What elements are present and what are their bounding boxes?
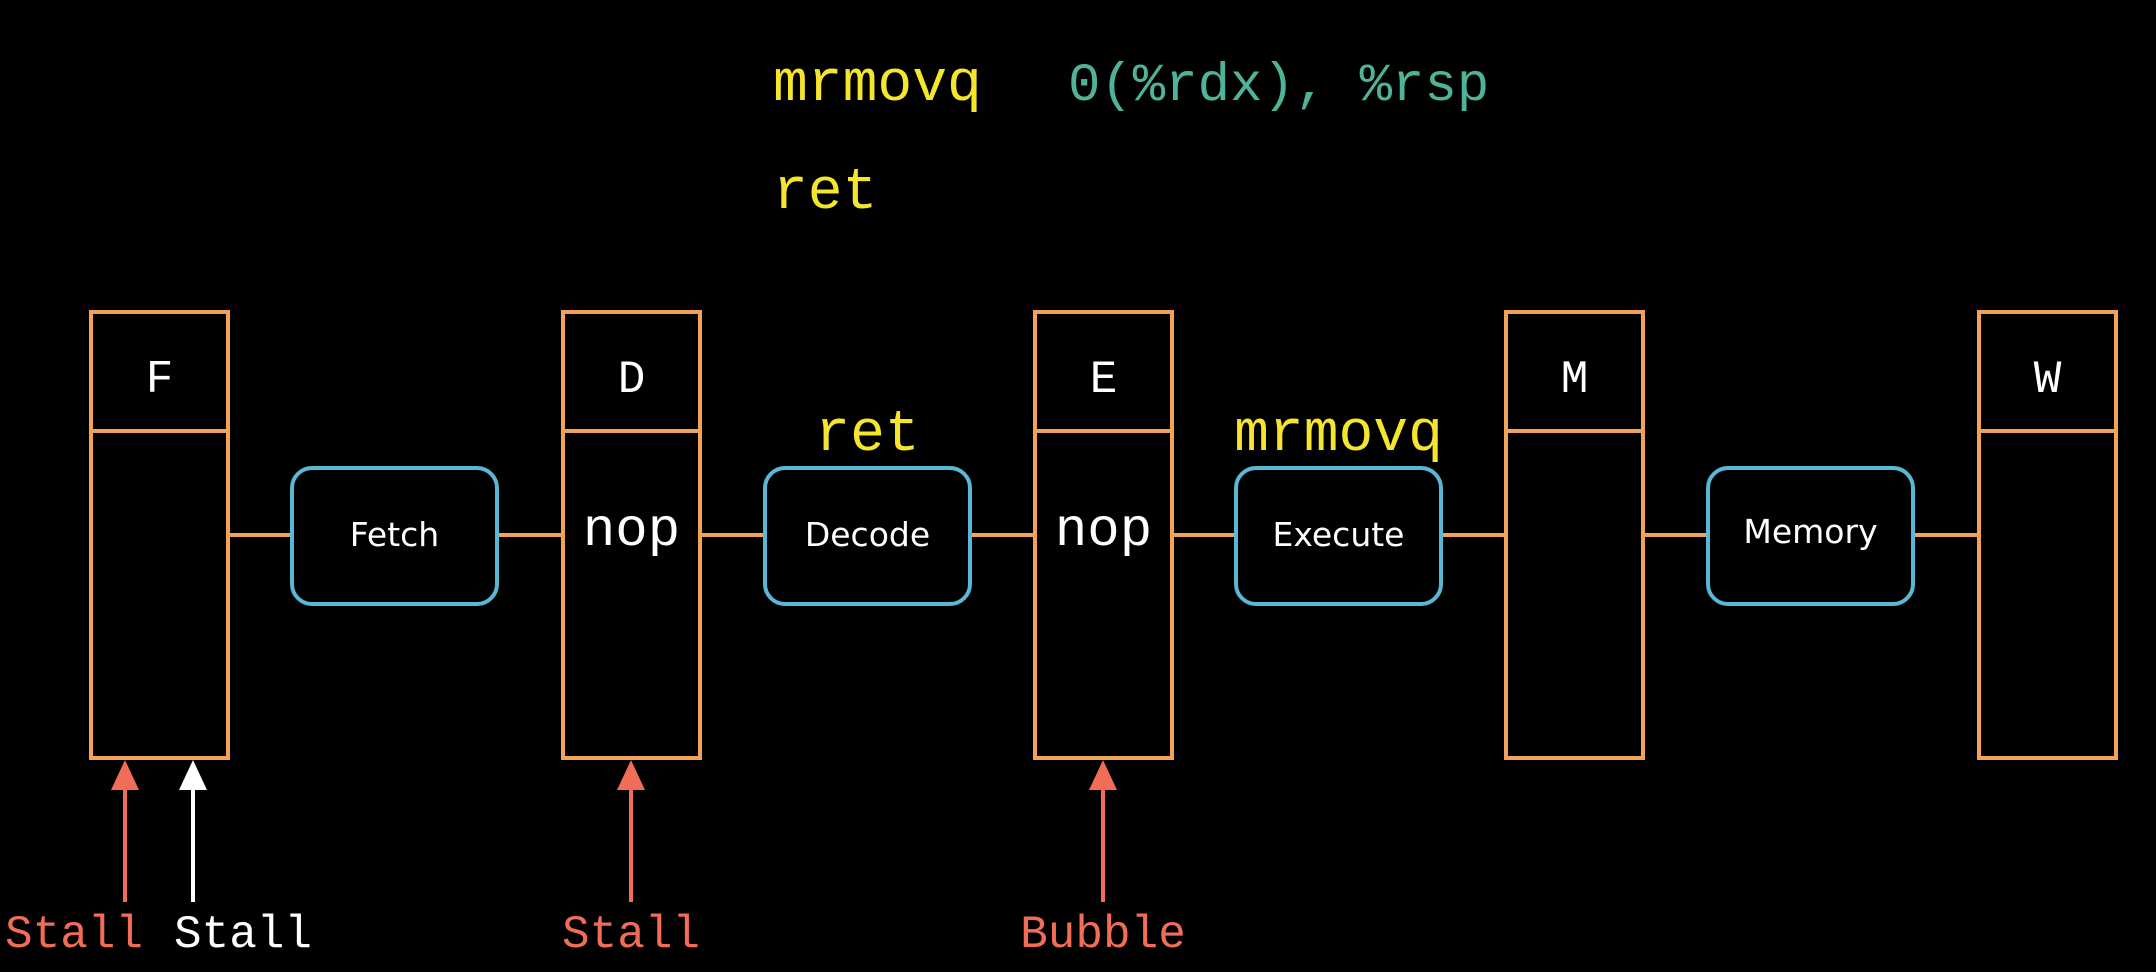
register-e-content: nop — [1055, 501, 1152, 562]
stage-execute-instruction: mrmovq — [1234, 403, 1443, 468]
register-f-label: F — [146, 354, 174, 406]
stage-memory-label: Memory — [1743, 512, 1877, 551]
register-w-label: W — [2034, 354, 2062, 406]
register-m: M — [1504, 310, 1645, 760]
stage-decode-instruction: ret — [815, 403, 919, 468]
stage-execute: Execute mrmovq — [1234, 403, 1443, 606]
register-e-label: E — [1090, 354, 1118, 406]
signal-label: Stall — [174, 909, 312, 961]
signal-label: Bubble — [1020, 909, 1186, 961]
header-mnemonic-2: ret — [773, 161, 877, 226]
register-w: W — [1977, 310, 2118, 760]
header-mnemonic-1: mrmovq — [773, 53, 982, 118]
arrow-up-icon — [111, 760, 139, 790]
stage-decode: Decode ret — [763, 403, 972, 606]
register-d: D nop — [561, 310, 702, 760]
register-e: E nop — [1033, 310, 1174, 760]
arrow-up-icon — [617, 760, 645, 790]
signal-f-stall-active: Stall — [5, 760, 143, 961]
signal-d-stall: Stall — [562, 760, 700, 961]
header-operands-1: 0(%rdx), %rsp — [1068, 56, 1489, 117]
stage-fetch-label: Fetch — [350, 515, 439, 554]
signal-label: Stall — [562, 909, 700, 961]
register-d-content: nop — [583, 501, 680, 562]
arrow-up-icon — [1089, 760, 1117, 790]
signal-label: Stall — [5, 909, 143, 961]
register-d-label: D — [618, 354, 646, 406]
arrow-up-icon — [179, 760, 207, 790]
register-f: F — [89, 310, 230, 760]
stage-memory: Memory — [1706, 466, 1915, 606]
stage-fetch: Fetch — [290, 466, 499, 606]
signal-f-stall-inactive: Stall — [174, 760, 312, 961]
stage-execute-label: Execute — [1273, 515, 1405, 554]
signal-e-bubble: Bubble — [1020, 760, 1186, 961]
register-m-label: M — [1561, 354, 1589, 406]
stage-decode-label: Decode — [805, 515, 930, 554]
